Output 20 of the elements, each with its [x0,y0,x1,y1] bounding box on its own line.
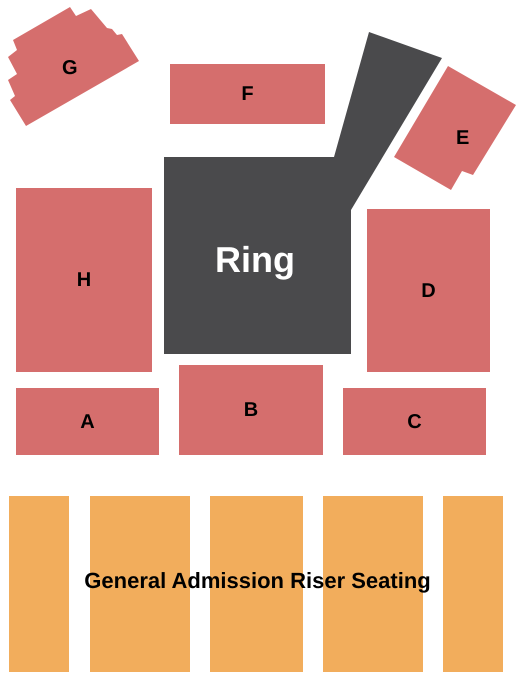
seating-section [179,365,323,455]
seating-section [16,188,152,372]
riser-block [443,496,503,672]
section-label: H [76,270,92,290]
seating-section [16,388,159,455]
seating-section [170,64,325,124]
section-label: C [407,412,422,432]
section-label: F [241,84,254,104]
section-label: G [62,57,78,79]
ring-area [164,32,442,355]
ring-label: Ring [215,239,295,280]
riser-block [9,496,69,672]
section-label: D [421,280,436,300]
seating-section [343,388,486,455]
section-label: B [244,400,258,420]
section-label: E [456,127,470,149]
seating-section [394,66,517,191]
seating-section [367,209,490,372]
seating-section [8,7,140,127]
section-label: A [80,412,95,432]
